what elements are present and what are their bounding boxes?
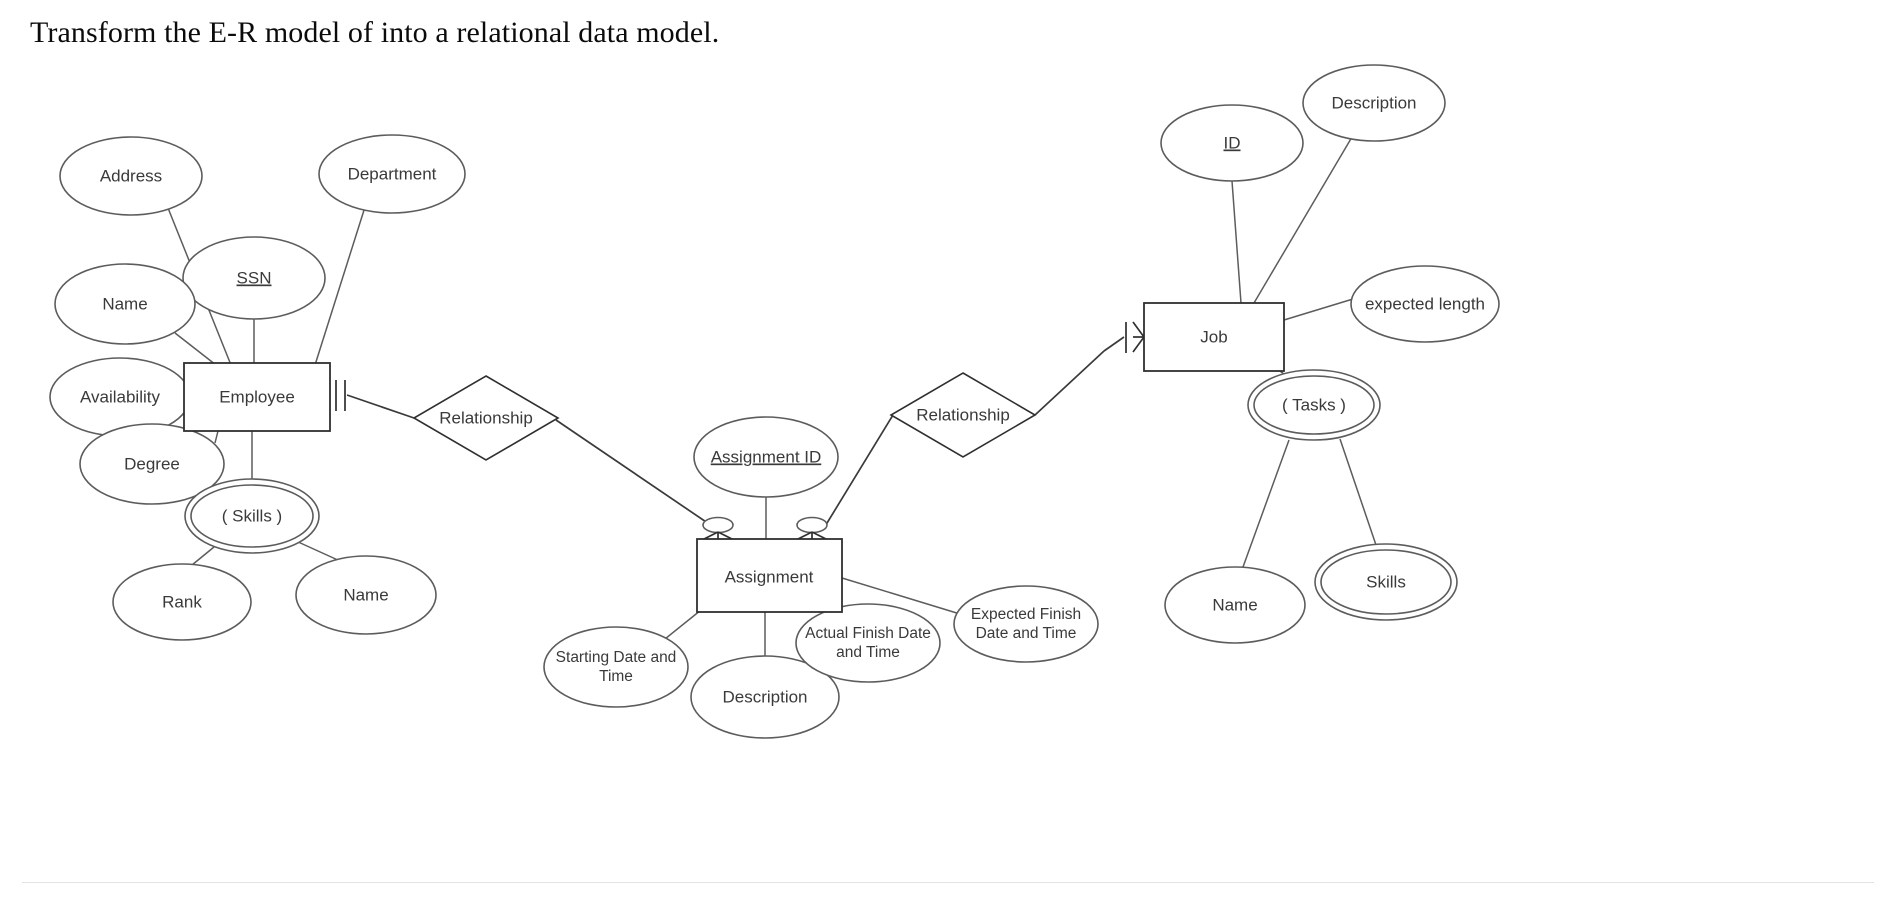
notation-assignment-right-zero-or-many xyxy=(795,516,829,541)
attribute-task-skills[interactable]: Skills xyxy=(1314,543,1458,621)
line-employee-rel1 xyxy=(346,394,415,419)
attribute-degree-label: Degree xyxy=(124,454,180,473)
line-skills-skillname xyxy=(295,540,341,562)
line-skills-rank xyxy=(191,546,215,566)
line-empname-employee xyxy=(174,332,217,366)
attribute-assignment-id-label: Assignment ID xyxy=(711,447,822,466)
attribute-address[interactable]: Address xyxy=(59,136,203,216)
attribute-availability-label: Availability xyxy=(80,387,161,406)
relationship-assignment-job-label: Relationship xyxy=(916,405,1010,424)
line-jobdescription-job xyxy=(1253,136,1353,304)
attribute-job-description[interactable]: Description xyxy=(1302,64,1446,142)
attribute-employee-name[interactable]: Name xyxy=(54,263,196,345)
notation-employee-one-and-only-one xyxy=(335,380,346,411)
line-rel2-job-horiz xyxy=(1103,336,1125,352)
attribute-starting-date[interactable]: Starting Date and Time xyxy=(543,626,689,708)
page-title: Transform the E-R model of into a relati… xyxy=(30,16,720,49)
attribute-assignment-id[interactable]: Assignment ID xyxy=(693,416,839,498)
attribute-ssn[interactable]: SSN xyxy=(182,236,326,320)
attribute-expected-finish-line2: Date and Time xyxy=(976,625,1077,642)
attribute-tasks[interactable]: ( Tasks ) xyxy=(1247,369,1381,441)
entity-employee-label: Employee xyxy=(219,387,295,406)
attribute-employee-skills[interactable]: ( Skills ) xyxy=(184,478,320,554)
line-job-expectedlength xyxy=(1283,298,1354,321)
attribute-starting-date-line2: Time xyxy=(599,668,633,685)
line-rel2-job xyxy=(1034,350,1105,416)
attribute-expected-length-label: expected length xyxy=(1365,294,1485,313)
entity-employee[interactable]: Employee xyxy=(183,362,331,432)
attribute-actual-finish-line1: Actual Finish Date xyxy=(805,625,931,642)
line-tasks-taskname xyxy=(1242,439,1290,568)
attribute-department-label: Department xyxy=(348,164,437,183)
line-degree-employee xyxy=(214,430,219,444)
attribute-task-skills-label: Skills xyxy=(1366,572,1406,591)
attribute-assignment-description-label: Description xyxy=(722,687,807,706)
attribute-degree[interactable]: Degree xyxy=(79,423,225,505)
line-rel1-assignment xyxy=(555,419,716,529)
entity-assignment-label: Assignment xyxy=(725,567,814,586)
attribute-skill-name[interactable]: Name xyxy=(295,555,437,635)
attribute-tasks-label: ( Tasks ) xyxy=(1282,395,1346,414)
relationship-assignment-job[interactable]: Relationship xyxy=(889,372,1037,458)
line-assignment-expectedfinish xyxy=(841,577,961,615)
entity-assignment[interactable]: Assignment xyxy=(696,538,843,613)
attribute-actual-finish[interactable]: Actual Finish Date and Time xyxy=(795,603,941,683)
attribute-expected-finish[interactable]: Expected Finish Date and Time xyxy=(953,585,1099,663)
attribute-expected-length[interactable]: expected length xyxy=(1350,265,1500,343)
relationship-employee-assignment-label: Relationship xyxy=(439,408,533,427)
attribute-actual-finish-line2: and Time xyxy=(836,644,900,661)
attribute-employee-name-label: Name xyxy=(102,294,147,313)
attribute-task-name[interactable]: Name xyxy=(1164,566,1306,644)
attribute-task-name-label: Name xyxy=(1212,595,1257,614)
attribute-rank-label: Rank xyxy=(162,592,202,611)
attribute-ssn-label: SSN xyxy=(237,268,272,287)
attribute-job-description-label: Description xyxy=(1331,93,1416,112)
line-tasks-taskskills xyxy=(1339,438,1377,546)
attribute-department[interactable]: Department xyxy=(318,134,466,214)
attribute-expected-finish-line1: Expected Finish xyxy=(971,606,1081,623)
entity-job[interactable]: Job xyxy=(1143,302,1285,372)
entity-job-label: Job xyxy=(1200,327,1227,346)
attribute-availability[interactable]: Availability xyxy=(49,357,191,437)
attribute-starting-date-line1: Starting Date and xyxy=(556,649,677,666)
line-jobid-job xyxy=(1231,180,1242,304)
attribute-job-id-label: ID xyxy=(1224,133,1241,152)
attribute-job-id[interactable]: ID xyxy=(1160,104,1304,182)
line-department-employee xyxy=(314,206,366,366)
attribute-assignment-description[interactable]: Description xyxy=(690,655,840,739)
attribute-address-label: Address xyxy=(100,166,162,185)
line-assignment-rel2 xyxy=(823,414,894,529)
attribute-rank[interactable]: Rank xyxy=(112,563,252,641)
attribute-employee-skills-label: ( Skills ) xyxy=(222,506,282,525)
connector-lines xyxy=(167,136,1377,657)
notation-job-one-or-many xyxy=(1125,321,1145,353)
attribute-skill-name-label: Name xyxy=(343,585,388,604)
relationship-employee-assignment[interactable]: Relationship xyxy=(412,375,560,461)
footer-divider xyxy=(22,882,1874,883)
notation-assignment-left-zero-or-many xyxy=(701,516,735,541)
